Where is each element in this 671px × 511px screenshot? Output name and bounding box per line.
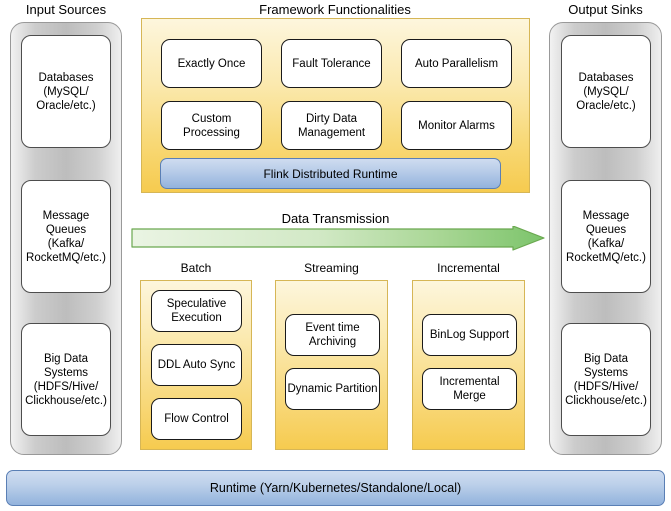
data-transmission-arrow bbox=[131, 226, 545, 264]
streaming-box-dynamic-partition[interactable]: Dynamic Partition bbox=[285, 368, 380, 410]
input-sources-column: Databases (MySQL/ Oracle/etc.) Message Q… bbox=[10, 22, 122, 455]
input-node-databases[interactable]: Databases (MySQL/ Oracle/etc.) bbox=[21, 35, 111, 148]
input-node-big-data-systems[interactable]: Big Data Systems (HDFS/Hive/ Clickhouse/… bbox=[21, 323, 111, 436]
output-sinks-title: Output Sinks bbox=[568, 2, 643, 17]
framework-functionalities-panel: Exactly Once Fault Tolerance Auto Parall… bbox=[141, 18, 530, 193]
batch-box-speculative-execution[interactable]: Speculative Execution bbox=[151, 290, 242, 332]
output-node-big-data-systems[interactable]: Big Data Systems (HDFS/Hive/ Clickhouse/… bbox=[561, 323, 651, 436]
incremental-box-binlog-support[interactable]: BinLog Support bbox=[422, 314, 517, 356]
incremental-panel: BinLog Support Incremental Merge bbox=[412, 280, 525, 450]
data-transmission-label: Data Transmission bbox=[281, 211, 390, 226]
feature-custom-processing[interactable]: Custom Processing bbox=[161, 101, 262, 150]
input-node-message-queues[interactable]: Message Queues (Kafka/ RocketMQ/etc.) bbox=[21, 180, 111, 293]
output-sinks-column: Databases (MySQL/ Oracle/etc.) Message Q… bbox=[549, 22, 662, 455]
mode-label-batch: Batch bbox=[180, 261, 212, 275]
feature-monitor-alarms[interactable]: Monitor Alarms bbox=[401, 101, 512, 150]
batch-panel: Speculative Execution DDL Auto Sync Flow… bbox=[140, 280, 252, 450]
feature-fault-tolerance[interactable]: Fault Tolerance bbox=[281, 39, 382, 88]
streaming-box-event-time-archiving[interactable]: Event time Archiving bbox=[285, 314, 380, 356]
feature-dirty-data-management[interactable]: Dirty Data Management bbox=[281, 101, 382, 150]
batch-box-flow-control[interactable]: Flow Control bbox=[151, 398, 242, 440]
feature-auto-parallelism[interactable]: Auto Parallelism bbox=[401, 39, 512, 88]
feature-exactly-once[interactable]: Exactly Once bbox=[161, 39, 262, 88]
input-sources-title: Input Sources bbox=[25, 2, 107, 17]
incremental-box-incremental-merge[interactable]: Incremental Merge bbox=[422, 368, 517, 410]
mode-label-incremental: Incremental bbox=[437, 261, 500, 275]
runtime-platform-bar[interactable]: Runtime (Yarn/Kubernetes/Standalone/Loca… bbox=[6, 470, 665, 506]
mode-label-streaming: Streaming bbox=[304, 261, 359, 275]
output-node-databases[interactable]: Databases (MySQL/ Oracle/etc.) bbox=[561, 35, 651, 148]
output-node-message-queues[interactable]: Message Queues (Kafka/ RocketMQ/etc.) bbox=[561, 180, 651, 293]
streaming-panel: Event time Archiving Dynamic Partition bbox=[275, 280, 388, 450]
framework-functionalities-title: Framework Functionalities bbox=[259, 2, 411, 17]
flink-distributed-runtime-bar[interactable]: Flink Distributed Runtime bbox=[160, 158, 501, 189]
batch-box-ddl-auto-sync[interactable]: DDL Auto Sync bbox=[151, 344, 242, 386]
